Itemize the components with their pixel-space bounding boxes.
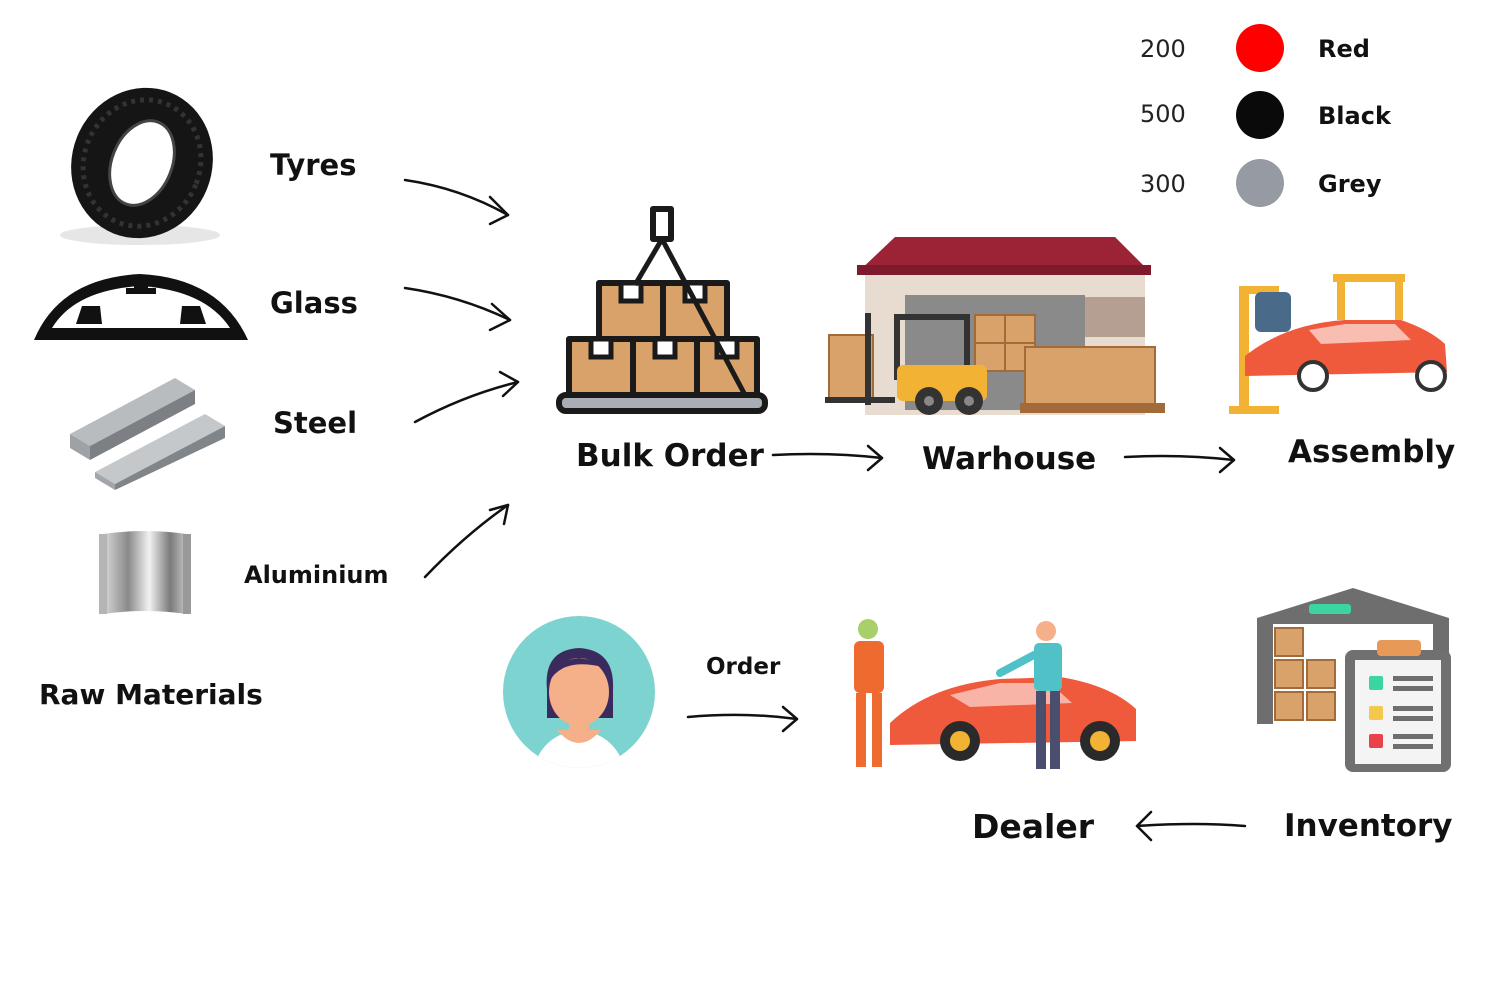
tyre-icon [60, 87, 220, 245]
assembly-icon [1229, 274, 1447, 414]
dealer-icon [854, 619, 1136, 769]
steel-beams-icon [70, 378, 225, 490]
legend-count-grey: 300 [1140, 170, 1186, 198]
raw-materials-title: Raw Materials [39, 678, 263, 711]
legend-swatch-black [1236, 91, 1284, 139]
legend-swatch-grey [1236, 159, 1284, 207]
customer-avatar-icon [503, 616, 655, 768]
bulk-order-crate-icon [556, 206, 768, 414]
tyres-label: Tyres [270, 148, 357, 182]
aluminium-label: Aluminium [244, 561, 389, 589]
warehouse-label: Warhouse [922, 441, 1097, 477]
inventory-label: Inventory [1284, 808, 1453, 844]
legend-count-red: 200 [1140, 35, 1186, 63]
legend-count-black: 500 [1140, 100, 1186, 128]
assembly-label: Assembly [1288, 434, 1456, 470]
inventory-icon [1257, 588, 1451, 772]
order-label: Order [706, 654, 781, 680]
glass-label: Glass [270, 286, 358, 320]
dealer-label: Dealer [972, 807, 1095, 846]
bulk-order-label: Bulk Order [576, 438, 764, 474]
legend-label-grey: Grey [1318, 170, 1382, 198]
legend-swatch-red [1236, 24, 1284, 72]
legend-label-black: Black [1318, 102, 1391, 130]
aluminium-sheet-icon [99, 531, 191, 614]
legend-label-red: Red [1318, 35, 1370, 63]
steel-label: Steel [273, 406, 358, 440]
windshield-icon [34, 274, 248, 340]
warehouse-icon [825, 237, 1165, 415]
